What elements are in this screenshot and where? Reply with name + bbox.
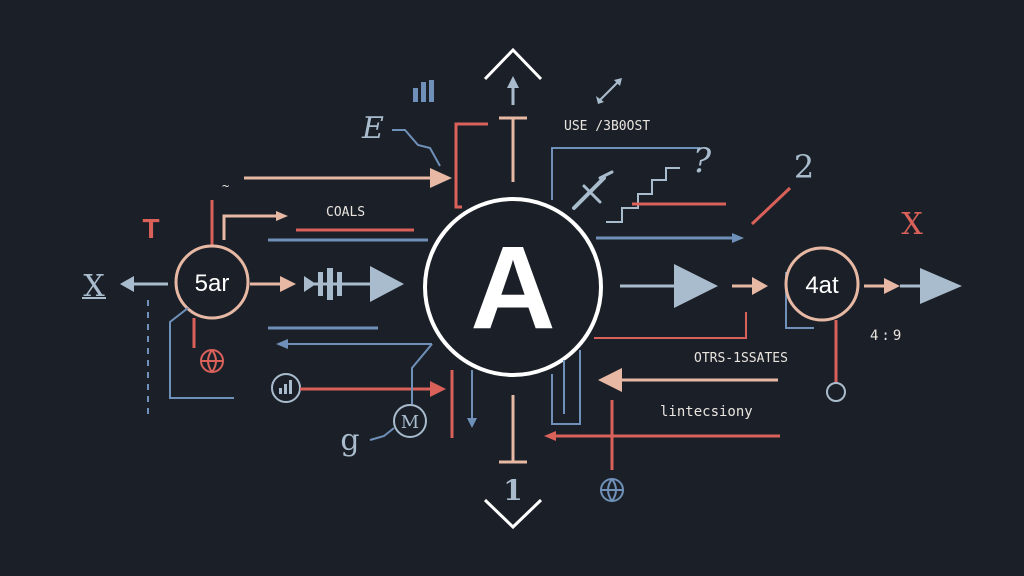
blue-down-arrow <box>467 370 477 428</box>
digit-2-label: 2 <box>794 148 814 186</box>
letter-x-left-label: X <box>83 269 105 304</box>
tilde-mark: ~ <box>222 179 229 193</box>
letter-e-label: E <box>361 111 384 146</box>
ratio-label: 4:9 <box>870 328 904 344</box>
ball-icon-left <box>200 349 224 373</box>
m-node: M <box>393 404 427 438</box>
pin-circle-icon <box>826 382 846 402</box>
resistor-icon <box>304 266 404 302</box>
staircase-line <box>606 167 680 223</box>
blue-branch-lower <box>411 343 433 404</box>
digit-1-label: 1 <box>503 474 522 507</box>
center-node: A <box>423 197 603 377</box>
top-stem <box>499 116 527 182</box>
m-node-label: M <box>401 412 419 433</box>
lintecsiony-label: lintecsiony <box>660 404 753 420</box>
peach-arrow-top <box>244 168 452 188</box>
blue-arrow-right-upper <box>596 233 744 243</box>
otrs-issates-label: OTRS-1SSATES <box>694 351 788 366</box>
wrench-icon <box>572 170 614 210</box>
letter-g-label: g <box>340 423 359 458</box>
diagonal-arrow-icon <box>596 78 622 104</box>
bottom-stem <box>499 395 527 464</box>
letter-t-label: T <box>142 213 159 244</box>
ball-icon-bottom <box>600 478 624 502</box>
red-arrow-lower <box>300 381 446 397</box>
red-bracket-top <box>454 122 488 209</box>
right-node: 4at <box>784 246 860 322</box>
left-node: 5ar <box>174 244 250 320</box>
left-node-out-arrow <box>250 276 296 292</box>
left-node-label: 5ar <box>195 270 230 297</box>
bottom-chevron-icon <box>483 498 543 530</box>
top-up-arrow <box>507 76 519 105</box>
peach-arrow-to-right-node <box>732 277 768 295</box>
right-node-label: 4at <box>805 272 839 299</box>
center-node-label: A <box>470 222 555 354</box>
peach-left-arrow <box>598 368 778 392</box>
left-node-down-bracket <box>169 307 234 399</box>
left-pointing-arrow-lower <box>276 339 432 349</box>
right-node-out-arrow <box>864 268 962 304</box>
top-chevron-icon <box>483 47 543 81</box>
blue-connector-lower-right <box>551 350 581 425</box>
right-flow-arrow <box>620 264 718 308</box>
g-connector <box>369 427 395 441</box>
blue-bracket-top-right <box>551 147 700 200</box>
e-step-connector <box>392 129 441 167</box>
chart-circle-icon <box>271 373 301 403</box>
small-arrow-right <box>222 211 288 240</box>
question-symbol: ? <box>693 141 712 181</box>
bar-chart-icon <box>413 80 434 102</box>
goals-label: COALS <box>326 205 365 220</box>
left-arrow-out <box>120 276 168 292</box>
letter-x-right-label: X <box>901 207 923 242</box>
red-left-arrow-lower <box>544 431 780 441</box>
use-boost-label: USE /3B0OST <box>564 119 650 134</box>
red-diagonal-right <box>750 186 792 226</box>
red-bracket-right <box>594 312 747 339</box>
